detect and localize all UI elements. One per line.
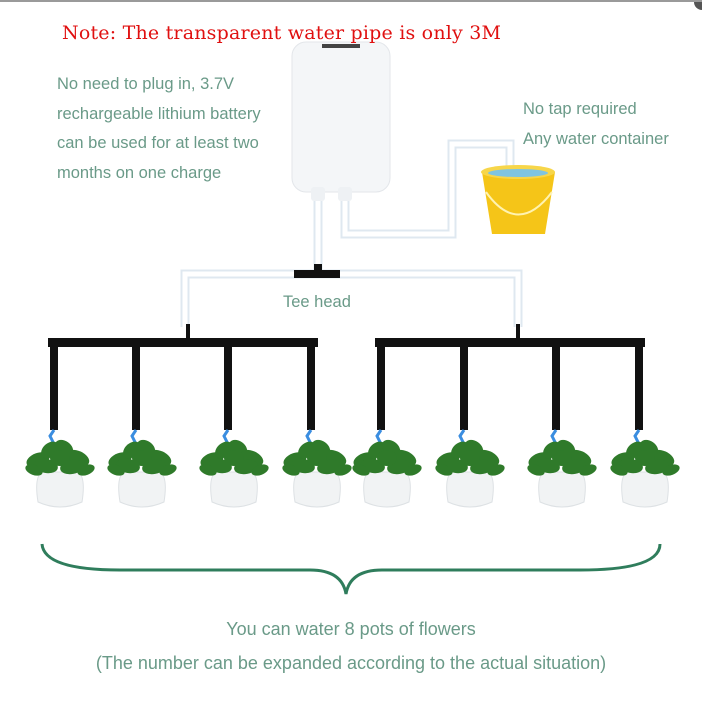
potted-plant-icon [282, 429, 352, 508]
potted-plant-icon [25, 429, 95, 508]
pot [538, 471, 586, 508]
pump-device-icon [291, 41, 391, 201]
drop-pipe [224, 340, 232, 430]
drop-pipe [552, 340, 560, 430]
leaf [527, 464, 545, 476]
drop-pipe [50, 340, 58, 430]
drop-pipe [132, 340, 140, 430]
leaf [352, 464, 370, 476]
water-line: Any water container [523, 129, 669, 148]
bucket-icon [481, 165, 555, 234]
summary-note: (The number can be expanded according to… [95, 653, 607, 673]
leaf [579, 464, 597, 476]
leaf [487, 464, 505, 476]
pot [446, 471, 494, 508]
battery-line: No need to plug in, 3.7V [57, 75, 235, 93]
battery-line: can be used for at least two [57, 134, 259, 152]
manifold-pipe [48, 338, 318, 347]
potted-plant-icon [435, 429, 505, 508]
tee-head-label: Tee head [283, 293, 351, 311]
pot [363, 471, 411, 508]
potted-plant-icon [199, 429, 269, 508]
potted-plant-icon [352, 429, 422, 508]
leaf [77, 464, 95, 476]
leaf [50, 450, 70, 466]
leaf [404, 464, 422, 476]
bracket-icon [40, 543, 662, 595]
leaf [635, 450, 655, 466]
battery-description: No need to plug in, 3.7V rechargeable li… [57, 70, 261, 188]
connector [186, 324, 190, 340]
drop-pipe [307, 340, 315, 430]
leaf [107, 464, 125, 476]
drop-pipe [635, 340, 643, 430]
leaf [307, 450, 327, 466]
potted-plant-icon [107, 429, 177, 508]
leaf [199, 464, 217, 476]
battery-line: rechargeable lithium battery [57, 104, 261, 123]
drop-pipe [377, 340, 385, 430]
potted-plant-icon [610, 429, 680, 508]
pot [210, 471, 258, 508]
leaf [282, 464, 300, 476]
leaf [460, 450, 480, 466]
leaf [25, 464, 43, 476]
leaf [159, 464, 177, 476]
connector [516, 324, 520, 340]
water-line: No tap required [523, 100, 637, 118]
pot [36, 471, 84, 508]
pot [118, 471, 166, 508]
pot [621, 471, 669, 508]
leaf [377, 450, 397, 466]
distribution-pipes [48, 324, 645, 430]
battery-line: months on one charge [57, 163, 222, 182]
leaf [435, 464, 453, 476]
drop-pipe [460, 340, 468, 430]
pipe-length-note: Note: The transparent water pipe is only… [62, 22, 502, 44]
leaf [662, 464, 680, 476]
corner-close-icon[interactable] [694, 2, 702, 10]
leaf [610, 464, 628, 476]
leaf [132, 450, 152, 466]
leaf [552, 450, 572, 466]
summary-text: You can water 8 pots of flowers [226, 619, 476, 639]
pot [293, 471, 341, 508]
water-source-description: No tap required Any water container [523, 95, 669, 154]
leaf [334, 464, 352, 476]
manifold-pipe [375, 338, 645, 347]
leaf [251, 464, 269, 476]
potted-plant-icon [527, 429, 597, 508]
flower-pots [25, 429, 680, 508]
leaf [224, 450, 244, 466]
